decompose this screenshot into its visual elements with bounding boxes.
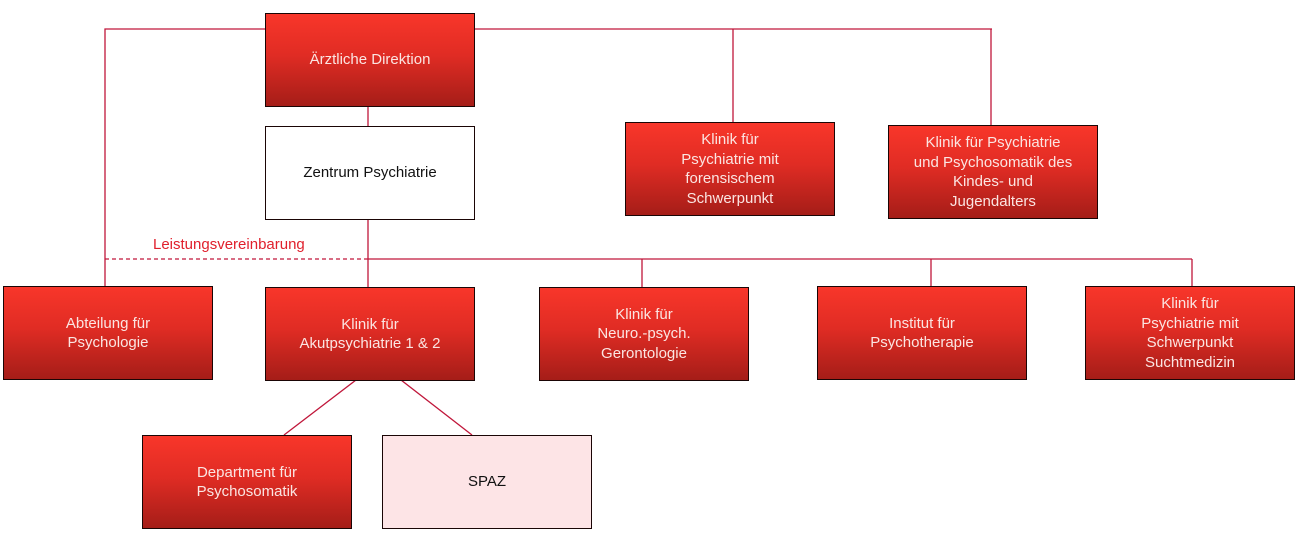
node-department-psychosomatik: Department für Psychosomatik (142, 435, 352, 529)
node-label: Ärztliche Direktion (309, 51, 431, 69)
node-label: Department für Psychosomatik (196, 463, 298, 501)
node-label: Klinik für Psychiatrie und Psychosomatik… (913, 134, 1073, 210)
node-label: Abteilung für Psychologie (65, 314, 151, 352)
node-label: Klinik für Psychiatrie mit Schwerpunkt S… (1141, 295, 1239, 371)
node-zentrum-psychiatrie: Zentrum Psychiatrie (265, 126, 475, 220)
connector-akut-spaz (400, 379, 473, 436)
node-label: Klinik für Neuro.-psych. Gerontologie (597, 305, 691, 362)
node-label: Institut für Psychotherapie (870, 314, 974, 352)
node-institut-psychotherapie: Institut für Psychotherapie (817, 286, 1027, 380)
node-aerztliche-direktion: Ärztliche Direktion (265, 13, 475, 107)
node-klinik-suchtmedizin: Klinik für Psychiatrie mit Schwerpunkt S… (1085, 286, 1295, 380)
node-label: Klinik für Akutpsychiatrie 1 & 2 (299, 315, 441, 353)
node-spaz: SPAZ (382, 435, 592, 529)
node-abteilung-psychologie: Abteilung für Psychologie (3, 286, 213, 380)
connector-akut-psychosomatik (283, 379, 357, 436)
node-label: SPAZ (467, 473, 507, 491)
edge-label-leistungsvereinbarung: Leistungsvereinbarung (153, 236, 305, 253)
connector-direktion-psychologie (104, 28, 265, 287)
node-klinik-forensik: Klinik für Psychiatrie mit forensischem … (625, 122, 835, 216)
node-label: Klinik für Psychiatrie mit forensischem … (681, 131, 779, 207)
node-klinik-gerontologie: Klinik für Neuro.-psych. Gerontologie (539, 287, 749, 381)
node-label: Zentrum Psychiatrie (303, 164, 437, 182)
node-klinik-kjp: Klinik für Psychiatrie und Psychosomatik… (888, 125, 1098, 219)
node-klinik-akutpsychiatrie: Klinik für Akutpsychiatrie 1 & 2 (265, 287, 475, 381)
